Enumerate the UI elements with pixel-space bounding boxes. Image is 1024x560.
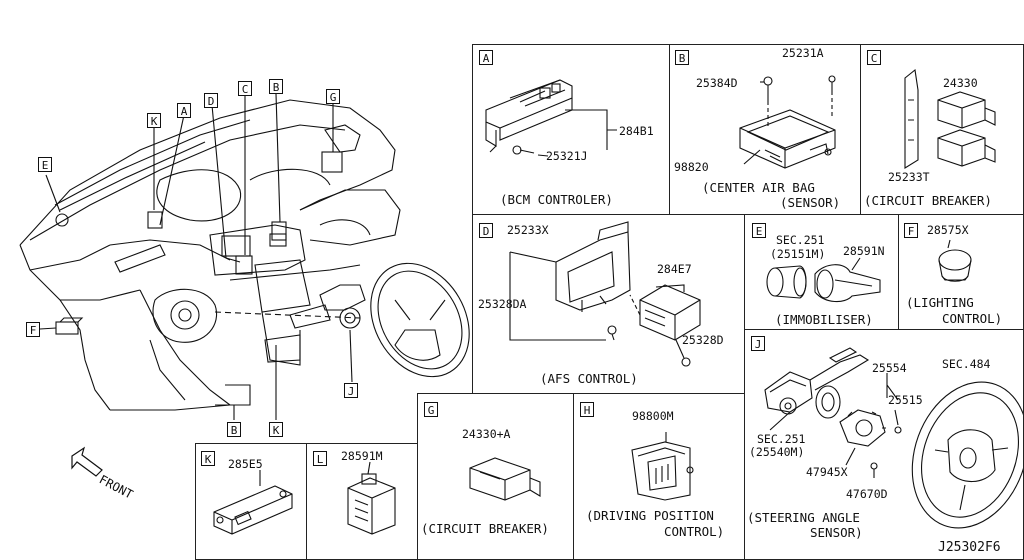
panel-g-drawing [469, 457, 541, 501]
panel-b-tag: B [675, 50, 689, 65]
panel-e-caption: (IMMOBILISER) [775, 312, 873, 327]
panel-f-drawing [938, 239, 972, 282]
panel-c [860, 44, 1024, 215]
part-28575x: 28575X [927, 223, 969, 237]
part-25328d: 25328D [682, 333, 724, 347]
dashboard-drawing [19, 93, 470, 477]
panel-c-caption: (CIRCUIT BREAKER) [864, 193, 992, 208]
part-28591m: 28591M [341, 449, 383, 463]
overview-callout-j: J [344, 383, 358, 398]
overview-callout-f: E [38, 157, 52, 172]
panel-h-tag: H [580, 402, 594, 417]
part-25231a: 25231A [782, 46, 824, 60]
panel-j-caption-line1: (STEERING ANGLE [747, 510, 860, 525]
panel-g-tag: G [424, 402, 438, 417]
part-25321j: 25321J [546, 149, 588, 163]
panel-a-tag: A [479, 50, 493, 65]
part-284e7: 284E7 [657, 262, 692, 276]
part-sec-251-j: SEC.251 [757, 432, 806, 446]
part-98800m: 98800M [632, 409, 674, 423]
part-47670d: 47670D [846, 487, 888, 501]
panel-c-drawing [904, 68, 996, 169]
part-285e5: 285E5 [228, 457, 263, 471]
part-sec-251-e: SEC.251 [776, 233, 825, 247]
panel-g-caption: (CIRCUIT BREAKER) [421, 521, 549, 536]
panel-j-caption-line2: SENSOR) [810, 525, 863, 540]
part-284b1: 284B1 [619, 124, 654, 138]
panel-k-tag: K [201, 451, 215, 466]
overview-callout-l: K [147, 113, 161, 128]
panel-l-drawing [347, 461, 396, 535]
panel-a-caption: (BCM CONTROLER) [500, 192, 613, 207]
panel-b-caption-line2: (SENSOR) [780, 195, 841, 210]
part-25384d: 25384D [696, 76, 738, 90]
panel-h-caption-line1: (DRIVING POSITION [586, 508, 714, 523]
part-47945x: 47945X [806, 465, 848, 479]
panel-f-caption-line2: CONTROL) [942, 311, 1003, 326]
panel-d-drawing [509, 221, 701, 367]
overview-callout-e: D [204, 93, 218, 108]
overview-callout-b: B [227, 422, 241, 437]
part-25554: 25554 [872, 361, 907, 375]
panel-j-drawing [764, 347, 1024, 529]
part-25515: 25515 [888, 393, 923, 407]
panel-f-tag: F [904, 223, 918, 238]
overview-callout-g: F [26, 322, 40, 337]
panel-k-drawing [213, 470, 293, 535]
panel-e-tag: E [752, 223, 766, 238]
part-24330-a: 24330+A [462, 427, 511, 441]
overview-callout-h: G [326, 89, 340, 104]
panel-j-tag: J [751, 336, 765, 351]
part-25151m: (25151M) [770, 247, 826, 261]
part-25233t: 25233T [888, 170, 930, 184]
panel-b-caption-line1: (CENTER AIR BAG [702, 180, 815, 195]
panel-l-tag: L [313, 451, 327, 466]
panel-f-caption-line1: (LIGHTING [906, 295, 974, 310]
diagram-code: J25302F6 [938, 540, 1001, 555]
part-24330: 24330 [943, 76, 978, 90]
overview-callout-k: K [269, 422, 283, 437]
part-25540m: (25540M) [749, 445, 805, 459]
panel-h-drawing [631, 432, 694, 501]
part-25328da: 25328DA [478, 297, 527, 311]
part-25233x: 25233X [507, 223, 549, 237]
part-sec-484: SEC.484 [942, 357, 991, 371]
part-98820: 98820 [674, 160, 709, 174]
panel-e-drawing [766, 257, 881, 303]
panel-c-tag: C [867, 50, 881, 65]
panel-b-drawing [739, 75, 836, 169]
panel-d-caption: (AFS CONTROL) [540, 371, 638, 386]
panel-a-drawing [485, 79, 617, 157]
overview-callout-d: C [238, 81, 252, 96]
panel-d-tag: D [479, 223, 493, 238]
panel-h-caption-line2: CONTROL) [664, 524, 725, 539]
overview-callout-c: B [269, 79, 283, 94]
overview-callout-a: A [177, 103, 191, 118]
part-28591n: 28591N [843, 244, 885, 258]
